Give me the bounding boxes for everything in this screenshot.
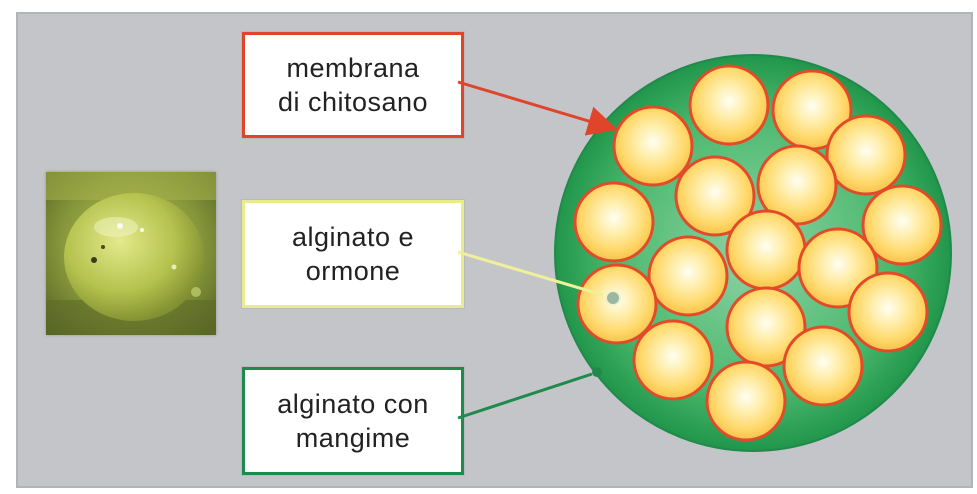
hormone-bead xyxy=(690,66,768,144)
hormone-bead xyxy=(784,327,862,405)
hormone-bead xyxy=(614,107,692,185)
hormone-connector-dot xyxy=(606,291,620,305)
hormone-bead xyxy=(634,321,712,399)
hormone-bead xyxy=(849,273,927,351)
feed-connector-line xyxy=(458,374,592,418)
hormone-bead xyxy=(707,362,785,440)
hormone-bead xyxy=(727,211,805,289)
feed-connector-dot xyxy=(592,367,602,377)
hormone-bead xyxy=(827,116,905,194)
hormone-bead xyxy=(649,237,727,315)
membrane-connector-line xyxy=(458,82,612,128)
hormone-bead xyxy=(575,183,653,261)
